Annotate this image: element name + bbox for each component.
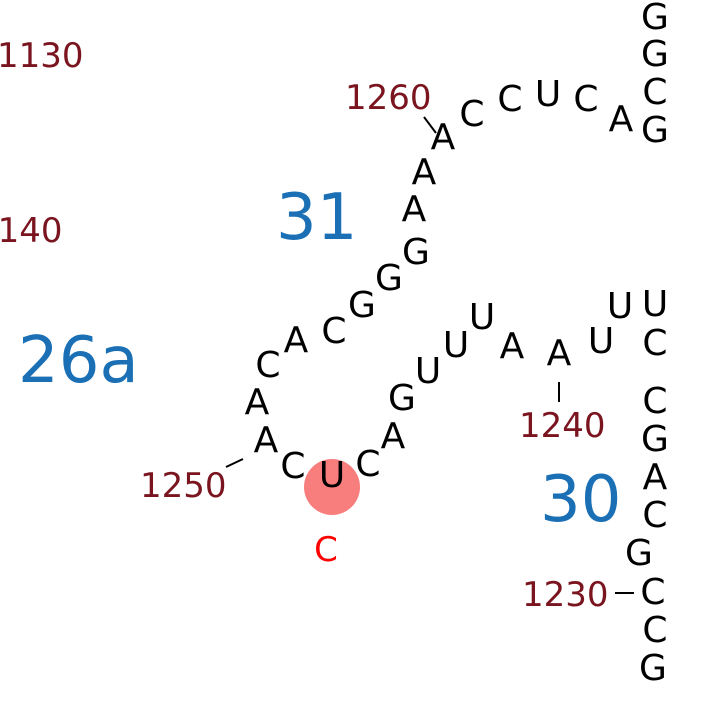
position-numbers: 1130 1140 1260 1250 1240 1230 (0, 36, 609, 615)
base: C (321, 311, 346, 352)
tick-1260 (423, 116, 437, 134)
tick-1250 (225, 458, 244, 468)
base: A (547, 333, 572, 374)
base: C (642, 381, 667, 422)
position-ticks (225, 116, 634, 594)
helix-labels: 31 26a 30 (18, 181, 621, 537)
base: G (641, 110, 669, 151)
helix-label-31: 31 (276, 181, 357, 255)
base: G (388, 378, 416, 419)
base: A (381, 416, 406, 457)
base: C (280, 446, 305, 487)
base: C (497, 79, 522, 120)
base: A (412, 152, 437, 193)
position-number-1140: 1140 (0, 211, 63, 251)
base: A (431, 117, 456, 158)
position-number-1240: 1240 (519, 406, 606, 446)
position-number-1260: 1260 (345, 78, 432, 118)
base: A (643, 457, 668, 498)
base: U (607, 286, 633, 327)
helix-label-30: 30 (540, 463, 621, 537)
helix-label-26a: 26a (18, 324, 139, 398)
base: U (443, 325, 469, 366)
base: A (609, 99, 634, 140)
base: C (573, 79, 598, 120)
base: G (639, 648, 667, 689)
base: C (642, 610, 667, 651)
base: A (500, 326, 525, 367)
highlight-circle (304, 459, 360, 515)
base: C (642, 72, 667, 113)
base: C (355, 444, 380, 485)
bases-layer: A C C U C A A A G G G C A C A A C U C A … (245, 0, 669, 689)
base: U (588, 321, 614, 362)
base: U (469, 297, 495, 338)
position-number-1230: 1230 (522, 575, 609, 615)
base: U (642, 284, 668, 325)
position-number-1130: 1130 (0, 36, 84, 76)
base: G (375, 258, 403, 299)
substitution-label: C (314, 530, 338, 570)
base: A (254, 420, 279, 461)
base: U (535, 74, 561, 115)
base: A (284, 320, 309, 361)
mutated-base: U (319, 455, 345, 496)
base: G (402, 232, 430, 273)
base: G (641, 419, 669, 460)
base: C (255, 345, 280, 386)
base: C (642, 495, 667, 536)
base: A (402, 189, 427, 230)
base: G (348, 285, 376, 326)
base: A (245, 382, 270, 423)
base: C (640, 572, 665, 613)
base: U (415, 351, 441, 392)
base: G (641, 0, 669, 38)
base: G (625, 533, 653, 574)
base: C (459, 94, 484, 135)
base: G (641, 34, 669, 75)
base: C (642, 323, 667, 364)
position-number-1250: 1250 (140, 466, 227, 506)
